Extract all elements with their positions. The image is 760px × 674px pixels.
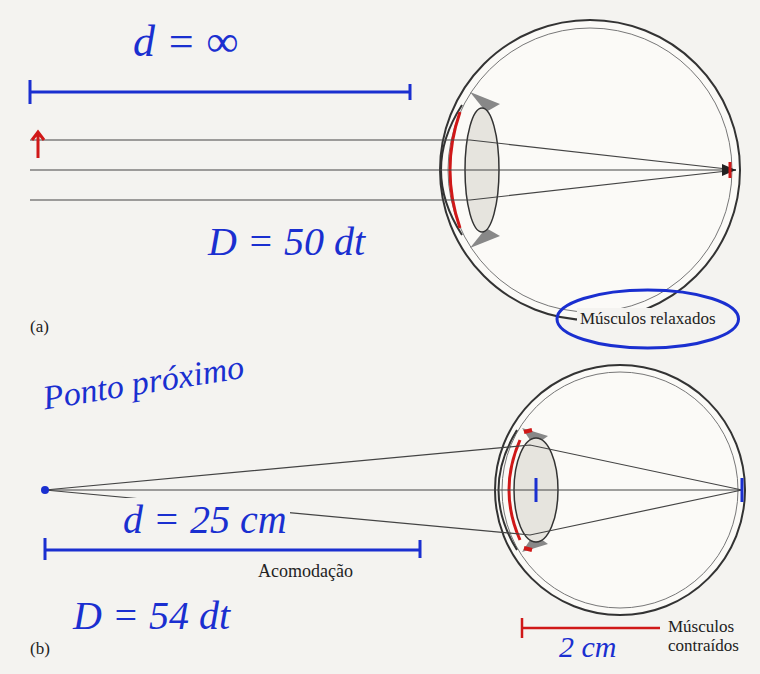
- power-note: D = 54 dt: [70, 594, 233, 638]
- near-point-note: Ponto próximo: [37, 348, 249, 418]
- muscle-caption: Músculos contraídos: [668, 618, 758, 655]
- light-rays: [30, 140, 736, 200]
- power-note: D = 50 dt: [205, 220, 368, 264]
- node-text: Músculos relaxados: [577, 308, 719, 330]
- panel-letter: (a): [30, 318, 49, 337]
- distance-line: [30, 80, 410, 104]
- distance-note: d = ∞: [130, 18, 241, 66]
- panel-letter: (b): [30, 640, 50, 659]
- object-mark: [32, 132, 44, 158]
- near-point: [41, 486, 49, 494]
- length-note: 2 cm: [556, 630, 619, 663]
- image-mark: [729, 162, 732, 178]
- blue-mark: [536, 478, 742, 502]
- distance-note: d = 25 cm: [120, 498, 290, 542]
- muscle-ellipse: Músculos relaxados: [555, 288, 741, 350]
- caption-text: Acomodação: [258, 562, 353, 582]
